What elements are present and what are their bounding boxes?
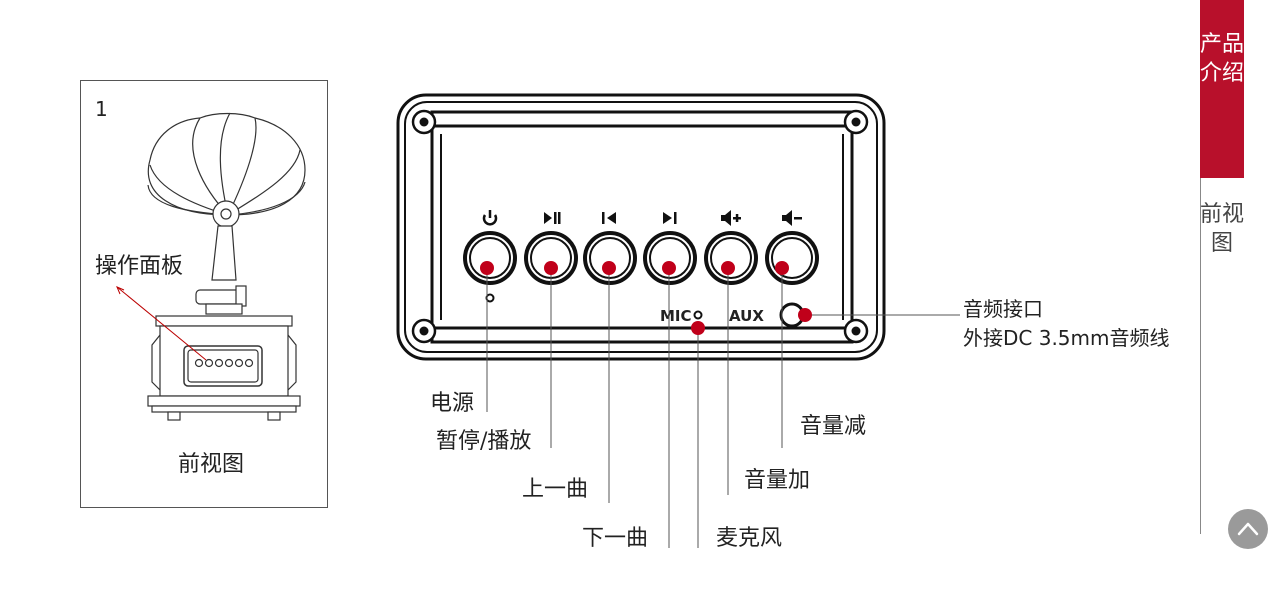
power-icon: [482, 210, 498, 226]
mic-marking: MIC: [660, 307, 692, 325]
next-track-icon: [663, 212, 677, 224]
callout-audio-port-desc: 外接DC 3.5mm音频线: [963, 326, 1170, 350]
volume-up-icon: [721, 210, 741, 226]
product-illustration-frame: [80, 80, 328, 508]
callout-previous-track: 上一曲: [522, 477, 589, 502]
front-view-caption: 前视图: [178, 452, 245, 477]
callout-volume-down: 音量减: [800, 414, 867, 439]
scroll-to-top-button[interactable]: [1228, 509, 1268, 549]
sidebar-divider: [1200, 178, 1201, 534]
callout-volume-up: 音量加: [744, 468, 811, 493]
volume-up-button[interactable]: [704, 231, 758, 285]
power-button[interactable]: [463, 231, 517, 285]
volume-down-icon: [782, 210, 802, 226]
play-pause-icon: [544, 212, 561, 224]
sidebar-tab-label: 产品介绍: [1200, 32, 1245, 86]
figure-number: 1: [95, 97, 108, 121]
volume-down-button[interactable]: [765, 231, 819, 285]
callout-next-track: 下一曲: [582, 526, 649, 551]
operation-panel-label: 操作面板: [95, 254, 184, 279]
sidebar-tab-product-intro[interactable]: [1200, 0, 1244, 178]
previous-track-icon: [602, 212, 616, 224]
power-indicator: [485, 293, 495, 303]
sidebar-subtab-front-view[interactable]: 前视图: [1200, 202, 1245, 256]
mic-hole: [693, 310, 703, 320]
aux-marking: AUX: [729, 307, 764, 325]
callout-audio-port-title: 音频接口: [963, 297, 1043, 321]
callout-microphone: 麦克风: [716, 526, 783, 551]
callout-pause-play: 暂停/播放: [436, 429, 532, 454]
previous-track-button[interactable]: [583, 231, 637, 285]
next-track-button[interactable]: [643, 231, 697, 285]
chevron-up-icon: [1237, 522, 1259, 536]
callout-power: 电源: [430, 391, 475, 416]
